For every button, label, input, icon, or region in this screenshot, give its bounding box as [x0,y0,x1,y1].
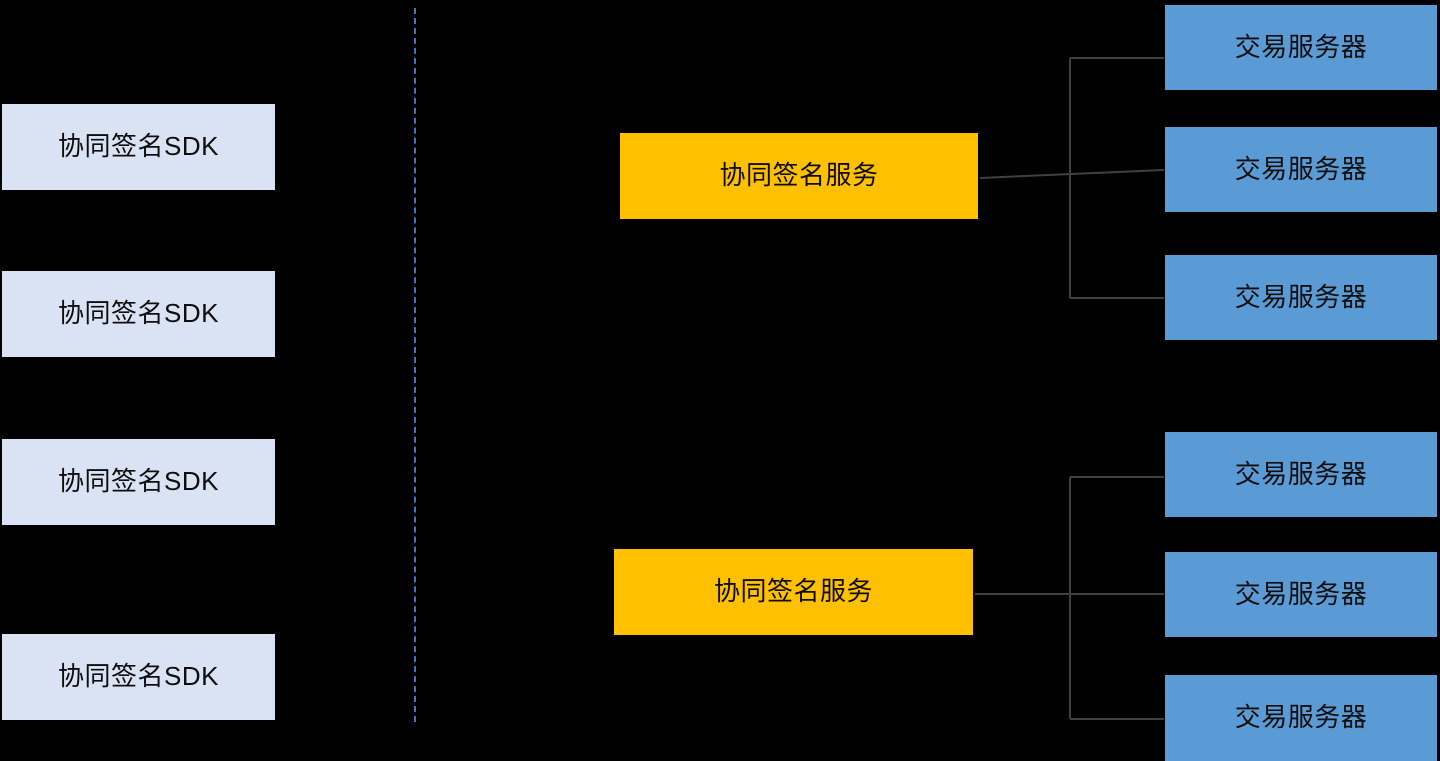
sdk-node-4[interactable]: 协同签名SDK [2,634,275,720]
transaction-server-node-1[interactable]: 交易服务器 [1165,5,1437,90]
transaction-server-node-2[interactable]: 交易服务器 [1165,127,1437,212]
transaction-server-node-3[interactable]: 交易服务器 [1165,255,1437,340]
upper-service-to-bus [979,169,1165,179]
transaction-server-node-6[interactable]: 交易服务器 [1165,675,1437,761]
signing-service-node-1[interactable]: 协同签名服务 [620,133,978,219]
vertical-dashed-divider [414,8,416,722]
transaction-server-node-5[interactable]: 交易服务器 [1165,552,1437,637]
sdk-node-2[interactable]: 协同签名SDK [2,271,275,357]
sdk-node-1[interactable]: 协同签名SDK [2,104,275,190]
transaction-server-node-4[interactable]: 交易服务器 [1165,432,1437,517]
sdk-node-3[interactable]: 协同签名SDK [2,439,275,525]
signing-service-node-2[interactable]: 协同签名服务 [614,549,973,635]
